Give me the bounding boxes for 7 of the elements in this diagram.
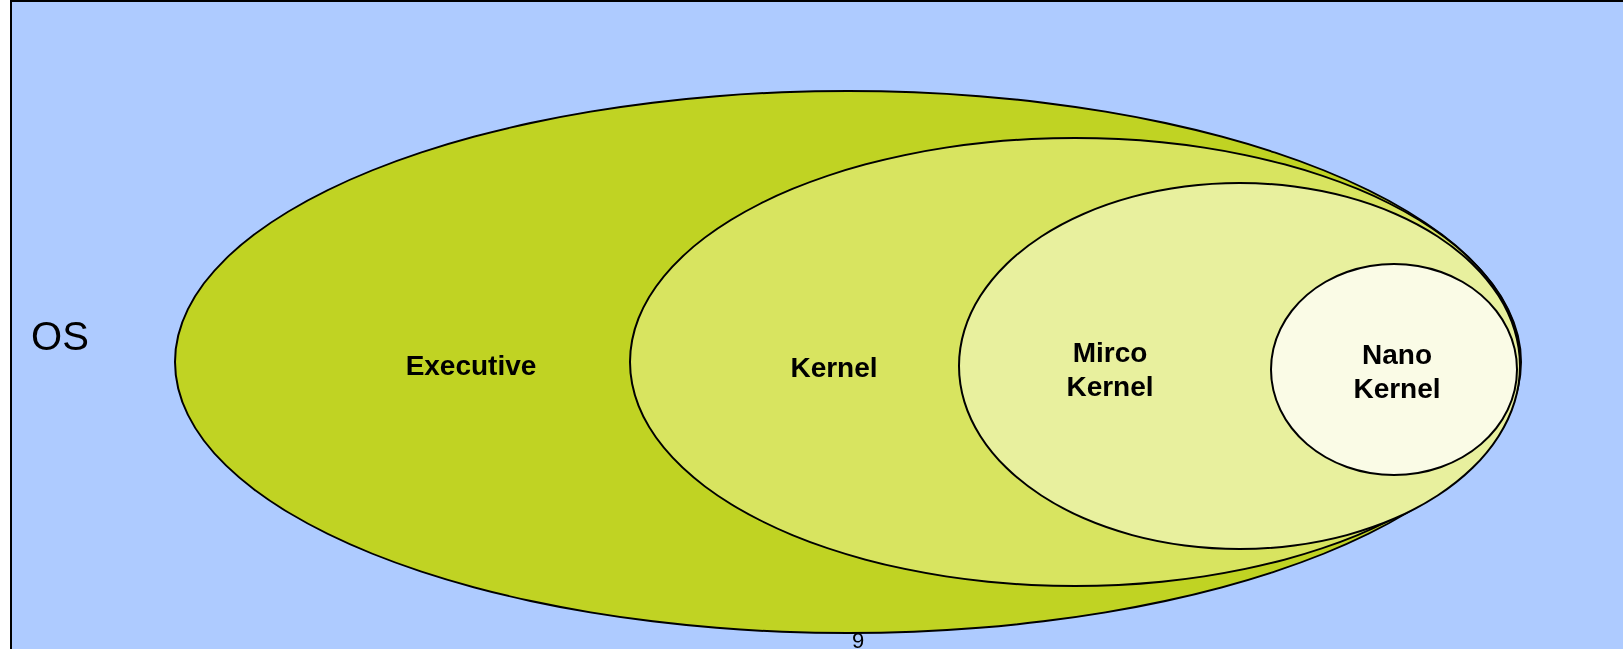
node-label: Kernel: [789, 351, 879, 385]
os-region: [10, 0, 1623, 649]
node-label: OS: [30, 313, 90, 360]
node-label: Executive: [404, 349, 538, 383]
node-label: Mirco Kernel: [1065, 336, 1155, 404]
node-label: Nano Kernel: [1352, 338, 1442, 406]
page-number: 9: [852, 628, 865, 649]
